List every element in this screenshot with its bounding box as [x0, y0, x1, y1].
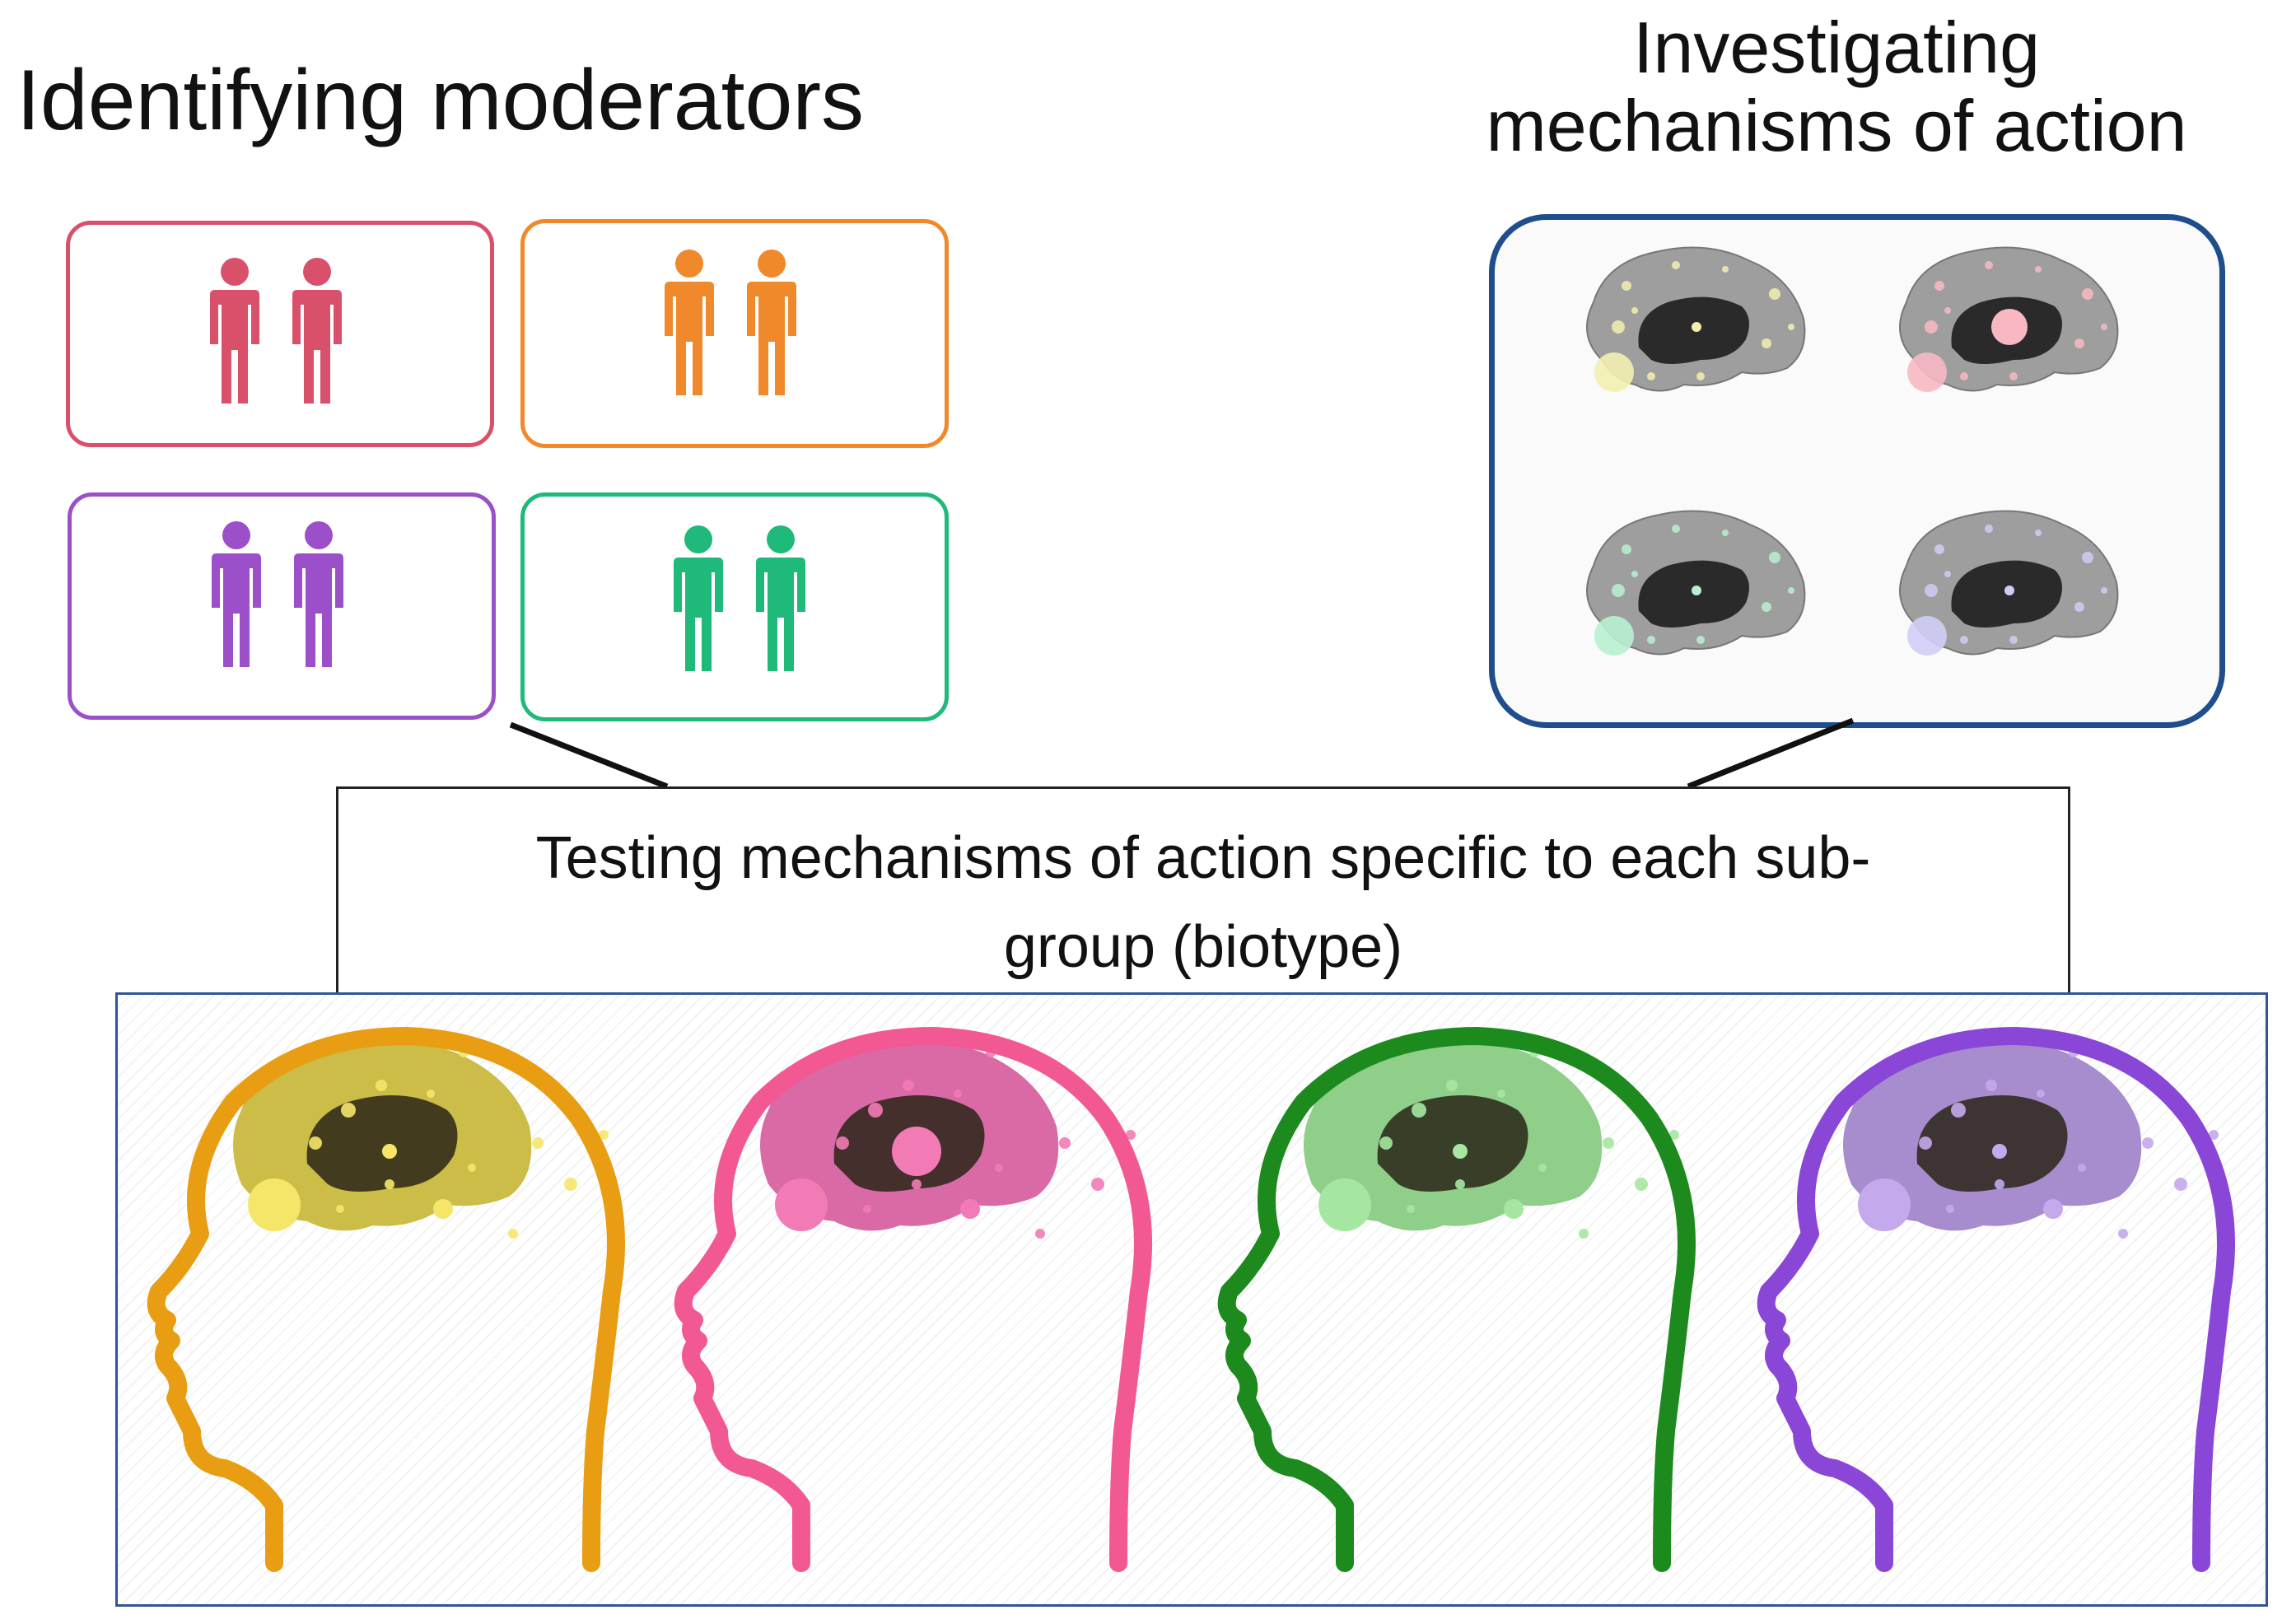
center-line2: group (biotype)	[1003, 914, 1403, 980]
people-icon	[674, 525, 805, 671]
moderator-box-4	[520, 492, 949, 721]
connector-right	[1687, 717, 1855, 790]
connector-left	[509, 721, 669, 790]
head-icon	[1217, 1027, 1696, 1572]
title-right-line2: mechanisms of action	[1486, 85, 2187, 167]
moderator-box-1	[66, 221, 494, 447]
title-investigating-mechanisms: Investigating mechanisms of action	[1400, 8, 2273, 165]
moderator-box-2	[520, 219, 949, 448]
brain-thumbnail	[1899, 510, 2119, 656]
title-identifying-moderators: Identifying moderators	[16, 53, 864, 148]
head-icon	[147, 1027, 625, 1572]
moderator-box-3	[68, 492, 496, 720]
brain-thumbnail	[1899, 246, 2119, 392]
head-icon	[674, 1027, 1152, 1572]
biotype-heads-panel	[115, 992, 2268, 1607]
people-icon	[212, 521, 343, 667]
people-icon	[210, 258, 342, 404]
testing-mechanisms-text: Testing mechanisms of action specific to…	[338, 814, 2068, 992]
center-line1: Testing mechanisms of action specific to…	[535, 825, 1871, 891]
people-icon	[665, 250, 796, 395]
brain-thumbnail	[1586, 510, 1806, 656]
brain-thumbnail	[1586, 246, 1806, 392]
head-icon	[1757, 1027, 2235, 1572]
testing-mechanisms-box: Testing mechanisms of action specific to…	[336, 786, 2070, 997]
mechanisms-panel	[1489, 214, 2225, 728]
title-right-line1: Investigating	[1632, 7, 2041, 88]
